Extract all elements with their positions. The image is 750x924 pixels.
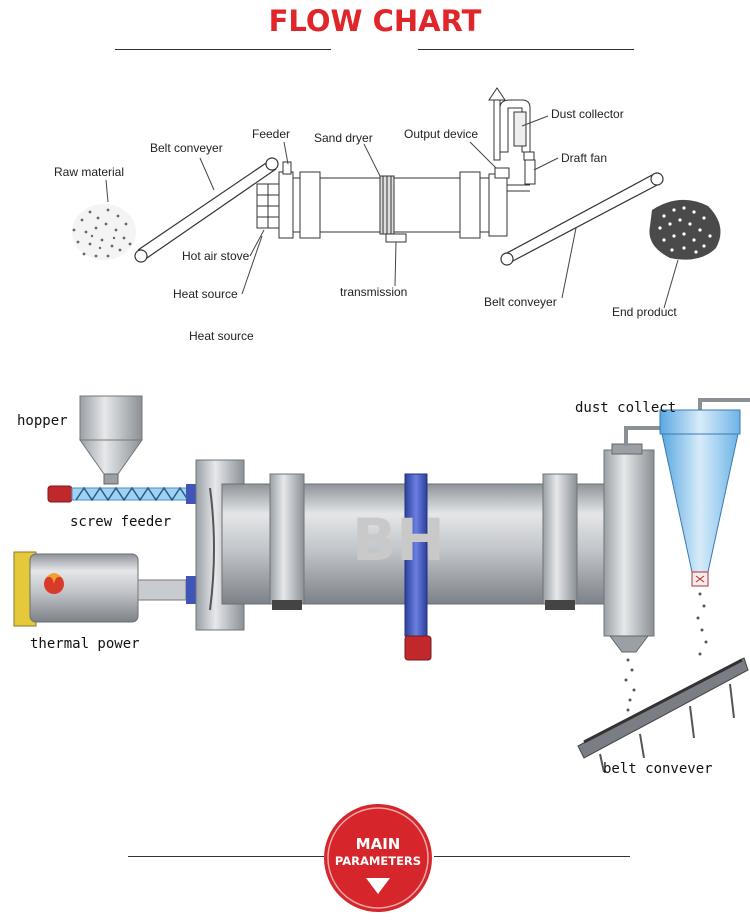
label-belt-conveyer-right: Belt conveyer: [484, 295, 557, 309]
raw-material-pile: [72, 204, 136, 260]
air-duct: [624, 398, 750, 446]
label-screw-feeder: screw feeder: [70, 514, 171, 530]
thermal-power-unit: [13, 551, 196, 627]
footer-rule-left: [128, 856, 324, 857]
dust-collector: [488, 87, 536, 185]
label-thermal-power: thermal power: [30, 636, 140, 652]
page-title: FLOW CHART: [268, 4, 482, 38]
footer-rule-right: [434, 856, 630, 857]
left-belt-conveyer: [134, 157, 279, 263]
badge-line-main: MAIN: [356, 835, 401, 853]
hopper: [79, 395, 143, 485]
chevron-down-icon: [366, 878, 390, 894]
label-raw-material: Raw material: [54, 165, 124, 179]
label-sand-dryer: Sand dryer: [314, 131, 373, 145]
drum-outlet-housing: [603, 443, 655, 653]
right-belt-conveyer: [500, 172, 664, 266]
belt-conveyer: [577, 657, 749, 773]
dryer-illustration: BH hopper screw feeder thermal power dus…: [13, 395, 750, 777]
label-transmission: transmission: [340, 285, 407, 299]
label-dust-collect: dust collect: [575, 400, 676, 416]
output-device: [488, 167, 530, 237]
label-feeder: Feeder: [252, 127, 290, 141]
title-rule-right: [418, 49, 634, 50]
cyclone-dust-collector: [659, 409, 741, 587]
main-parameters-badge: MAIN PARAMETERS: [324, 804, 432, 912]
label-output-device: Output device: [404, 127, 478, 141]
label-dust-collector: Dust collector: [551, 107, 624, 121]
label-hot-air-stove: Hot air stove: [182, 249, 250, 263]
flow-schematic: BH: [54, 87, 721, 343]
end-product-pile: [649, 199, 721, 260]
badge-line-parameters: PARAMETERS: [335, 854, 421, 868]
label-belt-convever: belt convever: [603, 761, 713, 777]
label-hopper: hopper: [17, 413, 68, 429]
falling-product: [624, 592, 708, 712]
title-rule-left: [115, 49, 331, 50]
leader-lines: [105, 115, 679, 309]
label-belt-conveyer-left: Belt conveyer: [150, 141, 223, 155]
watermark-bottom: BH: [352, 506, 445, 574]
label-heat-source-1: Heat source: [173, 287, 238, 301]
screw-feeder: [47, 484, 197, 504]
sand-dryer-drum: [292, 171, 490, 243]
feeder-housing: [278, 161, 294, 239]
label-draft-fan: Draft fan: [561, 151, 607, 165]
hot-air-stove: [256, 183, 280, 229]
label-heat-source-2: Heat source: [189, 329, 254, 343]
label-end-product: End product: [612, 305, 677, 319]
